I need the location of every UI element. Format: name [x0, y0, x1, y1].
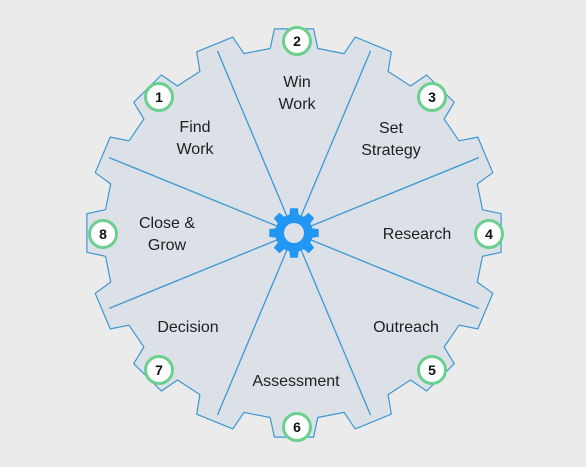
segment-divider-line	[293, 232, 480, 310]
gear-icon	[269, 208, 319, 258]
segment-divider-line	[108, 156, 295, 234]
stage-label-outreach: Outreach	[373, 319, 439, 336]
stage-label-close-grow: Close & Grow	[138, 215, 196, 254]
stage-number-badge-5: 5	[417, 355, 447, 385]
stage-number-badge-4: 4	[474, 219, 504, 249]
stage-label-research: Research	[382, 226, 452, 243]
stage-label-find-work: Find Work	[176, 119, 214, 158]
stage-number-badge-8: 8	[88, 219, 118, 249]
stage-label-set-strategy: Set Strategy	[361, 120, 421, 159]
segment-divider-line	[108, 232, 295, 310]
segment-divider-line	[293, 50, 372, 234]
segment-dividers	[108, 50, 480, 416]
segment-divider-line	[216, 50, 295, 234]
stage-number-badge-3: 3	[417, 82, 447, 112]
segment-divider-line	[293, 156, 480, 234]
stage-number-badge-6: 6	[282, 412, 312, 442]
segment-divider-line	[293, 232, 372, 416]
stage-number-badge-2: 2	[282, 26, 312, 56]
stage-number-badge-1: 1	[144, 82, 174, 112]
stage-number-badge-7: 7	[144, 355, 174, 385]
stage-label-win-work: Win Work	[278, 74, 316, 113]
center-gear-hole	[284, 223, 304, 243]
stage-label-assessment: Assessment	[252, 373, 340, 390]
segment-divider-line	[216, 232, 295, 416]
stage-label-decision: Decision	[157, 319, 219, 336]
